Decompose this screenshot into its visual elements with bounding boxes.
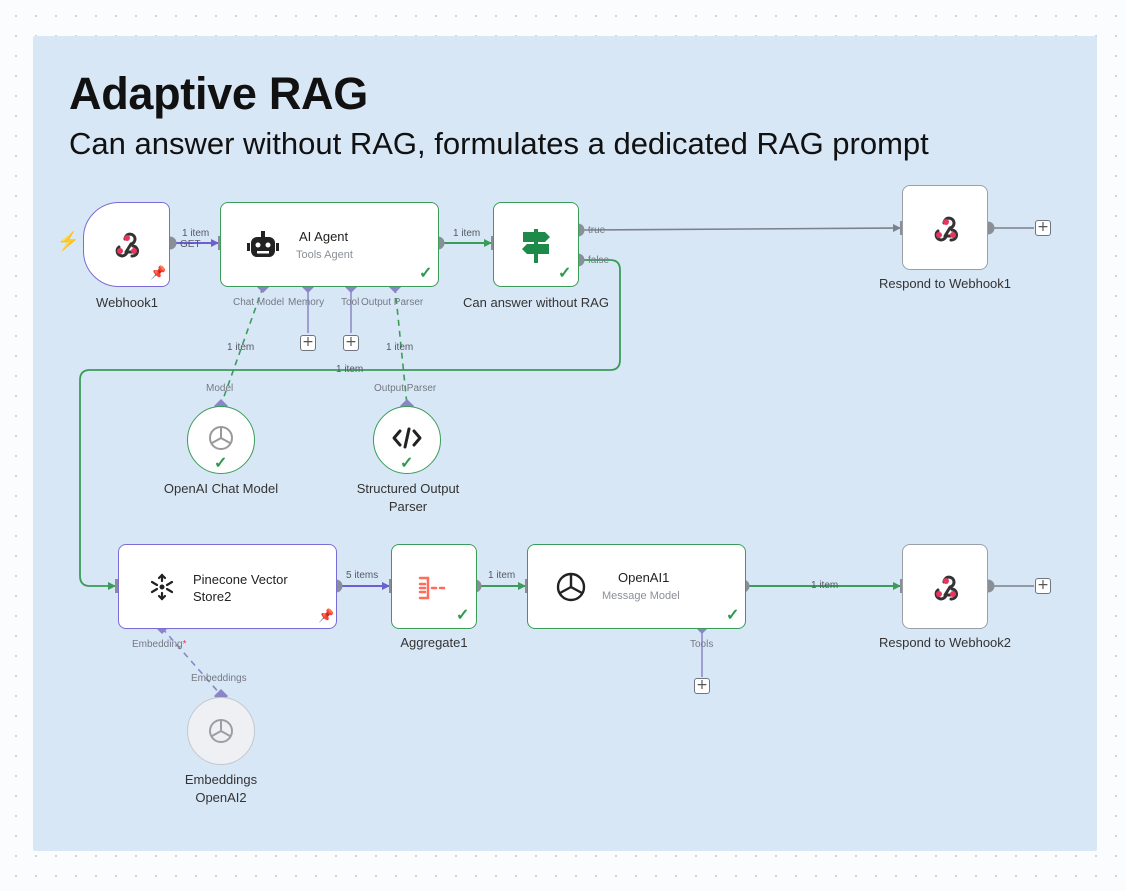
signpost-icon xyxy=(522,229,550,263)
aggregate-icon xyxy=(418,576,446,600)
node-ai-agent[interactable]: AI Agent Tools Agent ✓ xyxy=(220,202,439,287)
conn-label-webhook-items: 1 item xyxy=(182,228,210,239)
webhook-icon xyxy=(934,216,959,242)
port-label-chat-model: Chat Model xyxy=(233,297,285,308)
node-respond-to-webhook1[interactable] xyxy=(902,185,988,270)
node-webhook1[interactable]: 📌 xyxy=(83,202,170,287)
sticky-subtitle: Can answer without RAG, formulates a ded… xyxy=(69,126,929,161)
node-openai-chat-model[interactable]: ✓ xyxy=(187,406,255,474)
openai-icon xyxy=(209,426,233,450)
structured-parser-label: Structured Output Parser xyxy=(356,481,460,514)
add-memory-plus-button[interactable]: + xyxy=(300,335,316,351)
trigger-bolt-icon: ⚡ xyxy=(57,231,80,251)
node-can-answer-without-rag[interactable]: ✓ xyxy=(493,202,579,287)
add-after-respond1-plus-button[interactable]: + xyxy=(1035,220,1051,236)
success-check-icon: ✓ xyxy=(558,265,572,282)
add-after-respond2-plus-button[interactable]: + xyxy=(1035,578,1051,594)
success-check-icon: ✓ xyxy=(726,607,740,624)
webhook1-label: Webhook1 xyxy=(96,295,158,310)
robot-icon xyxy=(247,231,279,257)
conn-label-parser: 1 item xyxy=(386,342,414,353)
port-label-tool: Tool xyxy=(341,297,360,308)
conn-false-pinecone xyxy=(79,259,621,590)
node-embeddings-openai2[interactable] xyxy=(187,697,255,765)
openai1-subtitle: Message Model xyxy=(602,590,680,602)
conn-label-openai: 1 item xyxy=(811,580,839,591)
conn-label-false: 1 item xyxy=(336,364,364,375)
openai1-title: OpenAI1 xyxy=(618,570,670,585)
openai-icon xyxy=(556,572,586,602)
node-structured-output-parser[interactable]: ✓ xyxy=(373,406,441,474)
webhook-icon xyxy=(934,575,959,601)
respond1-label: Respond to Webhook1 xyxy=(878,276,1012,291)
node-pinecone-vector-store2[interactable]: Pinecone Vector Store2 📌 xyxy=(118,544,337,629)
port-label-model: Model xyxy=(206,383,234,394)
success-check-icon: ✓ xyxy=(214,455,228,472)
pinecone-icon xyxy=(150,573,174,601)
conn-label-aggregate: 1 item xyxy=(488,570,516,581)
pin-icon: 📌 xyxy=(318,608,335,623)
node-respond-to-webhook2[interactable] xyxy=(902,544,988,629)
ai-agent-title: AI Agent xyxy=(299,229,349,244)
conn-label-model: 1 item xyxy=(227,342,255,353)
conn-model xyxy=(220,286,264,406)
openai-icon xyxy=(209,719,233,743)
pinecone-title: Pinecone Vector Store2 xyxy=(193,572,288,604)
conn-parser xyxy=(394,286,408,406)
respond2-label: Respond to Webhook2 xyxy=(878,635,1012,650)
node-openai1[interactable]: OpenAI1 Message Model ✓ xyxy=(527,544,746,629)
ai-agent-subtitle: Tools Agent xyxy=(296,249,353,261)
node-aggregate1[interactable]: ✓ xyxy=(391,544,477,629)
port-label-embeddings: Embeddings xyxy=(191,673,247,684)
success-check-icon: ✓ xyxy=(400,455,414,472)
port-label-tools: Tools xyxy=(690,639,714,650)
success-check-icon: ✓ xyxy=(419,265,433,282)
code-icon xyxy=(392,427,422,449)
conn-label-agent-if: 1 item xyxy=(453,228,481,239)
port-label-false: false xyxy=(588,255,610,266)
sticky-title: Adaptive RAG xyxy=(69,68,368,119)
port-label-output-parser-in: Output Parser xyxy=(374,383,437,394)
embeddings-label: Embeddings OpenAI2 xyxy=(184,772,258,805)
openai-chat-label: OpenAI Chat Model xyxy=(163,481,279,496)
add-tool-plus-button[interactable]: + xyxy=(343,335,359,351)
port-label-output-parser: Output Parser xyxy=(361,297,424,308)
webhook-icon xyxy=(115,232,140,258)
conn-true-respond1 xyxy=(583,224,901,233)
success-check-icon: ✓ xyxy=(456,607,470,624)
conn-embeddings xyxy=(161,627,222,696)
port-label-embedding: Embedding* xyxy=(132,639,187,650)
conn-label-webhook-method: GET xyxy=(180,239,201,250)
port-label-true: true xyxy=(588,225,606,236)
port-label-memory: Memory xyxy=(288,297,325,308)
add-tool-openai1-plus-button[interactable]: + xyxy=(694,678,710,694)
aggregate-label: Aggregate1 xyxy=(400,635,468,650)
pin-icon: 📌 xyxy=(150,265,167,280)
conn-label-pinecone: 5 items xyxy=(346,570,379,581)
can-answer-label: Can answer without RAG xyxy=(463,295,609,310)
